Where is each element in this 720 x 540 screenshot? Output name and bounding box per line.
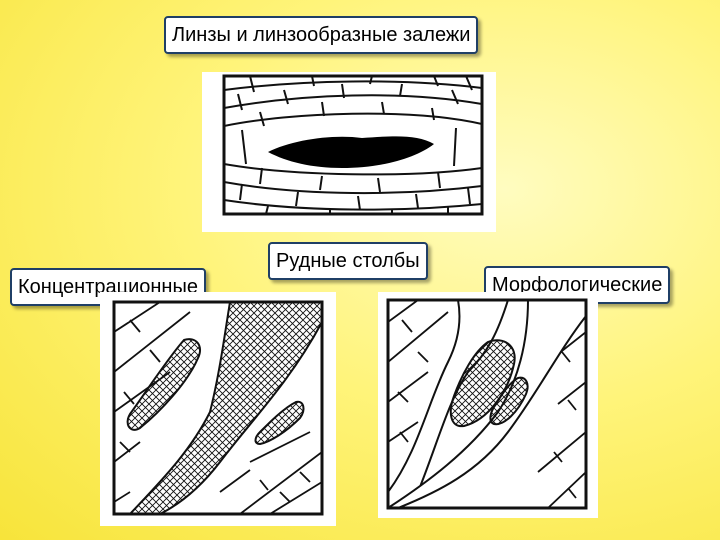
ore-pipe-main	[449, 339, 516, 428]
morphological-figure	[378, 292, 598, 518]
label-ore-pipes: Рудные столбы	[268, 242, 428, 280]
concentration-drawing	[112, 300, 324, 516]
ore-pipe-small-right	[254, 400, 305, 446]
concentration-figure	[100, 292, 336, 526]
morphological-drawing	[386, 298, 588, 510]
ore-pipe-secondary	[489, 376, 529, 426]
ore-pipe-small-left	[126, 338, 202, 431]
lens-deposit-drawing	[222, 74, 484, 216]
ore-lens	[268, 136, 434, 168]
lens-deposit-figure	[202, 72, 496, 232]
label-lenses: Линзы и линзообразные залежи	[164, 16, 479, 54]
